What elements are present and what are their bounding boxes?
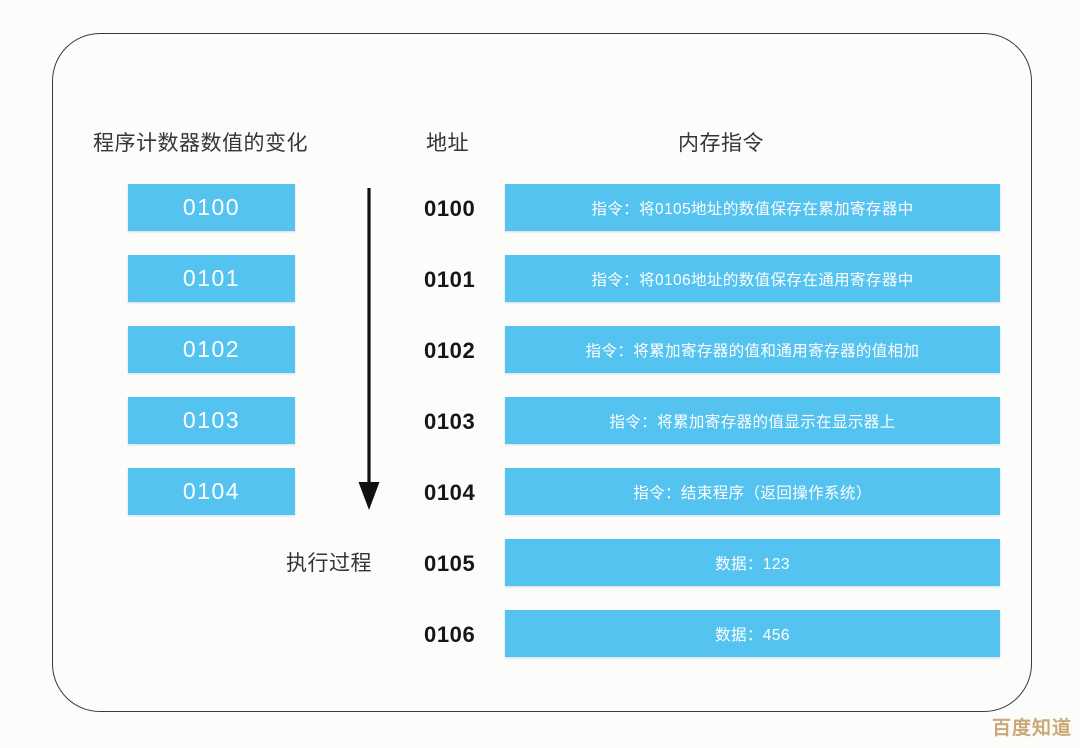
memory-instruction-box: 数据：123	[505, 539, 1000, 586]
memory-instruction-box: 指令：结束程序（返回操作系统）	[505, 468, 1000, 515]
header-memory-instruction: 内存指令	[678, 132, 764, 155]
address-label: 0105	[424, 551, 476, 576]
memory-instruction-box: 指令：将累加寄存器的值显示在显示器上	[505, 397, 1000, 444]
address-label: 0104	[424, 480, 476, 505]
address-label: 0102	[424, 338, 476, 363]
header-program-counter: 程序计数器数值的变化	[93, 132, 308, 155]
execution-flow-arrow-icon	[348, 186, 390, 512]
program-counter-box: 0104	[128, 468, 295, 515]
execution-process-label: 执行过程	[286, 552, 372, 575]
address-label: 0106	[424, 622, 476, 647]
memory-instruction-box: 数据：456	[505, 610, 1000, 657]
address-label: 0101	[424, 267, 476, 292]
program-counter-box: 0103	[128, 397, 295, 444]
memory-instruction-box: 指令：将0105地址的数值保存在累加寄存器中	[505, 184, 1000, 231]
program-counter-box: 0100	[128, 184, 295, 231]
watermark-baidu-zhidao: 百度知道	[991, 718, 1072, 739]
header-address: 地址	[426, 132, 469, 155]
address-label: 0103	[424, 409, 476, 434]
program-counter-box: 0101	[128, 255, 295, 302]
program-counter-box: 0102	[128, 326, 295, 373]
outer-frame-border	[52, 33, 1032, 712]
memory-instruction-box: 指令：将0106地址的数值保存在通用寄存器中	[505, 255, 1000, 302]
address-label: 0100	[424, 196, 476, 221]
memory-instruction-box: 指令：将累加寄存器的值和通用寄存器的值相加	[505, 326, 1000, 373]
